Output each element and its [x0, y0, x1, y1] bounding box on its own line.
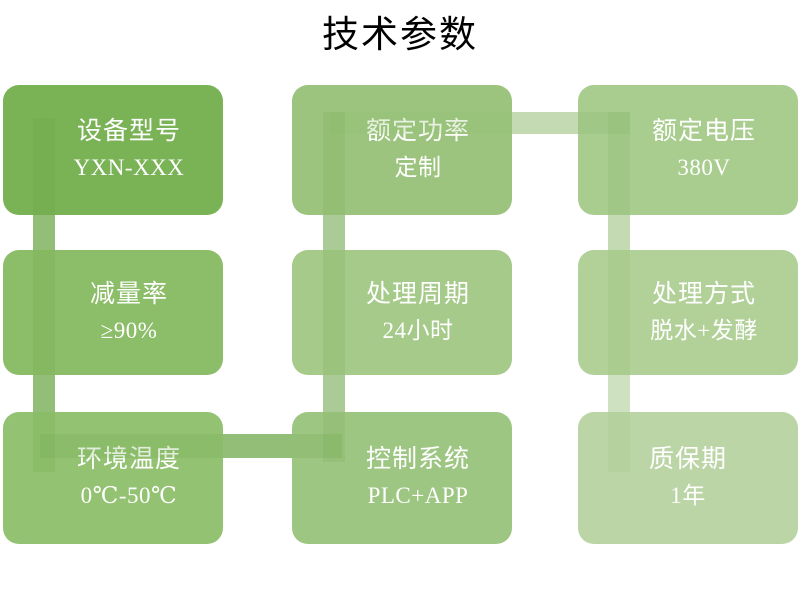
- param-value-processing-method: 脱水+发酵: [650, 317, 758, 343]
- connector-overlay-col1-box1: [33, 118, 55, 215]
- param-card-processing-cycle[interactable]: 处理周期 24小时: [292, 250, 512, 375]
- connector-overlay-horizontal-row1: [330, 112, 512, 134]
- param-label-processing-method: 处理方式: [651, 280, 756, 308]
- page-title: 技术参数: [322, 15, 478, 56]
- param-value-equipment-model: YXN-XXX: [73, 155, 185, 180]
- param-value-warranty-period: 1年: [670, 483, 706, 508]
- connector-overlay-col1-box4: [33, 250, 55, 375]
- param-value-control-system: PLC+APP: [367, 483, 469, 508]
- param-card-processing-method[interactable]: 处理方式 脱水+发酵: [578, 250, 798, 375]
- param-label-rated-voltage: 额定电压: [651, 118, 756, 145]
- param-label-control-system: 控制系统: [365, 446, 470, 473]
- param-card-control-system[interactable]: 控制系统 PLC+APP: [292, 412, 512, 544]
- param-label-warranty-period: 质保期: [648, 446, 727, 473]
- param-card-ambient-temperature[interactable]: 环境温度 0℃-50℃: [3, 412, 223, 544]
- param-value-reduction-rate: ≥90%: [100, 317, 158, 343]
- param-card-rated-power[interactable]: 额定功率 定制: [292, 85, 512, 215]
- connector-overlay-col3-box6: [608, 250, 630, 375]
- connector-overlay-col2-box2: [323, 112, 345, 215]
- param-value-rated-power: 定制: [394, 155, 442, 180]
- param-value-ambient-temperature: 0℃-50℃: [80, 483, 178, 508]
- connector-overlay-col3-box3: [608, 112, 630, 215]
- connector-overlay-col3-box9: [608, 412, 630, 472]
- param-label-equipment-model: 设备型号: [76, 118, 181, 145]
- connector-overlay-col2-box5: [323, 250, 345, 375]
- param-card-rated-voltage[interactable]: 额定电压 380V: [578, 85, 798, 215]
- param-value-rated-voltage: 380V: [677, 155, 731, 180]
- param-value-processing-cycle: 24小时: [382, 317, 454, 343]
- connector-overlay-horizontal-row3-right: [292, 434, 342, 458]
- connector-overlay-horizontal-row1-right: [578, 112, 630, 134]
- param-label-rated-power: 额定功率: [365, 118, 470, 145]
- param-card-equipment-model[interactable]: 设备型号 YXN-XXX: [3, 85, 223, 215]
- param-label-reduction-rate: 减量率: [89, 280, 168, 308]
- connector-overlay-col1-box7: [33, 412, 55, 472]
- connector-overlay-col2-box8: [323, 412, 345, 462]
- param-card-reduction-rate[interactable]: 减量率 ≥90%: [3, 250, 223, 375]
- param-label-processing-cycle: 处理周期: [365, 280, 470, 308]
- param-label-ambient-temperature: 环境温度: [76, 446, 181, 473]
- param-card-warranty-period[interactable]: 质保期 1年: [578, 412, 798, 544]
- connector-overlay-horizontal-row3-left: [40, 434, 223, 458]
